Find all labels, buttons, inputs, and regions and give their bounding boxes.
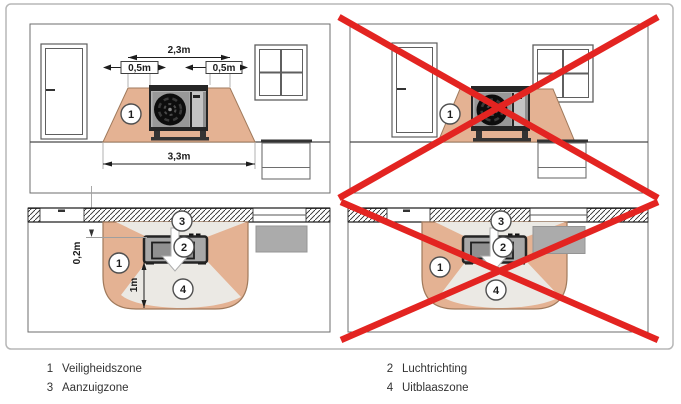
svg-text:3,3m: 3,3m xyxy=(168,152,191,163)
panel-wrong-elevation: 1 xyxy=(337,14,660,201)
marker-1: 1 xyxy=(108,252,130,274)
svg-text:0,5m: 0,5m xyxy=(213,63,236,74)
svg-text:4: 4 xyxy=(180,284,187,296)
safety-zone-outline xyxy=(102,221,249,310)
legend: 1 Veiligheidszone 2 Luchtrichting 3 Aanz… xyxy=(47,363,469,394)
svg-text:3: 3 xyxy=(179,216,185,228)
legend-label-veiligheidszone: Veiligheidszone xyxy=(62,363,142,375)
legend-label-aanzuigzone: Aanzuigzone xyxy=(62,382,129,394)
window xyxy=(254,44,308,101)
door-opening xyxy=(58,209,65,212)
safety-zone-outline xyxy=(102,87,256,143)
legend-label-luchtrichting: Luchtrichting xyxy=(402,363,467,375)
safety-zone-outline xyxy=(421,221,568,310)
legend-num-2: 2 xyxy=(387,363,393,375)
marker-4: 4 xyxy=(485,279,507,301)
panel-correct-plan: 1 2 3 4 0,2m 1m xyxy=(27,207,331,333)
door xyxy=(40,43,88,140)
dimension-offset-right: 0,5m xyxy=(185,61,248,74)
dimension-span-bottom: 3,3m xyxy=(103,152,255,167)
door-opening xyxy=(403,209,410,212)
marker-2: 2 xyxy=(173,236,195,258)
wall-hatch xyxy=(27,208,41,223)
prohibition-cross-icon xyxy=(337,14,660,201)
panel-correct-elevation: 1 2,3m 0,5m xyxy=(29,23,331,194)
wall-hatch xyxy=(305,208,331,223)
svg-text:0,5m: 0,5m xyxy=(128,63,151,74)
svg-text:0,2m: 0,2m xyxy=(72,241,83,264)
unit-stand xyxy=(151,137,209,141)
cellar-window-well xyxy=(261,139,312,180)
prohibition-cross-icon xyxy=(339,199,660,343)
dimension-wall-clearance: 0,2m xyxy=(72,229,147,264)
svg-text:1: 1 xyxy=(437,262,443,274)
marker-3: 3 xyxy=(171,210,193,232)
legend-label-uitblaaszone: Uitblaaszone xyxy=(402,382,468,394)
marker-2: 2 xyxy=(492,236,514,258)
svg-text:1: 1 xyxy=(116,258,122,270)
wall-hatch xyxy=(83,208,254,223)
svg-text:3: 3 xyxy=(498,216,504,228)
legend-num-1: 1 xyxy=(47,363,53,375)
svg-text:1: 1 xyxy=(447,109,453,121)
heat-pump-unit xyxy=(149,85,209,141)
svg-text:1m: 1m xyxy=(129,278,140,293)
dimension-front-clearance: 1m xyxy=(129,262,147,308)
legend-num-4: 4 xyxy=(387,382,394,394)
svg-text:2: 2 xyxy=(181,242,187,254)
marker-3: 3 xyxy=(490,210,512,232)
wall-hatch xyxy=(429,208,531,223)
svg-text:2,3m: 2,3m xyxy=(168,45,191,56)
dimension-span-top: 2,3m xyxy=(128,45,230,61)
svg-text:2: 2 xyxy=(500,242,506,254)
dimension-offset-left: 0,5m xyxy=(103,61,166,74)
cellar-window-well xyxy=(537,139,588,179)
obstacle-block xyxy=(255,225,308,253)
marker-1: 1 xyxy=(429,256,451,278)
marker-1: 1 xyxy=(120,103,142,125)
unit-stand xyxy=(473,138,531,142)
legend-num-3: 3 xyxy=(47,382,53,394)
marker-4: 4 xyxy=(172,278,194,300)
svg-text:1: 1 xyxy=(128,109,134,121)
svg-text:4: 4 xyxy=(493,285,500,297)
marker-1: 1 xyxy=(439,103,461,125)
panel-wrong-plan: 1 2 3 4 xyxy=(339,199,660,343)
